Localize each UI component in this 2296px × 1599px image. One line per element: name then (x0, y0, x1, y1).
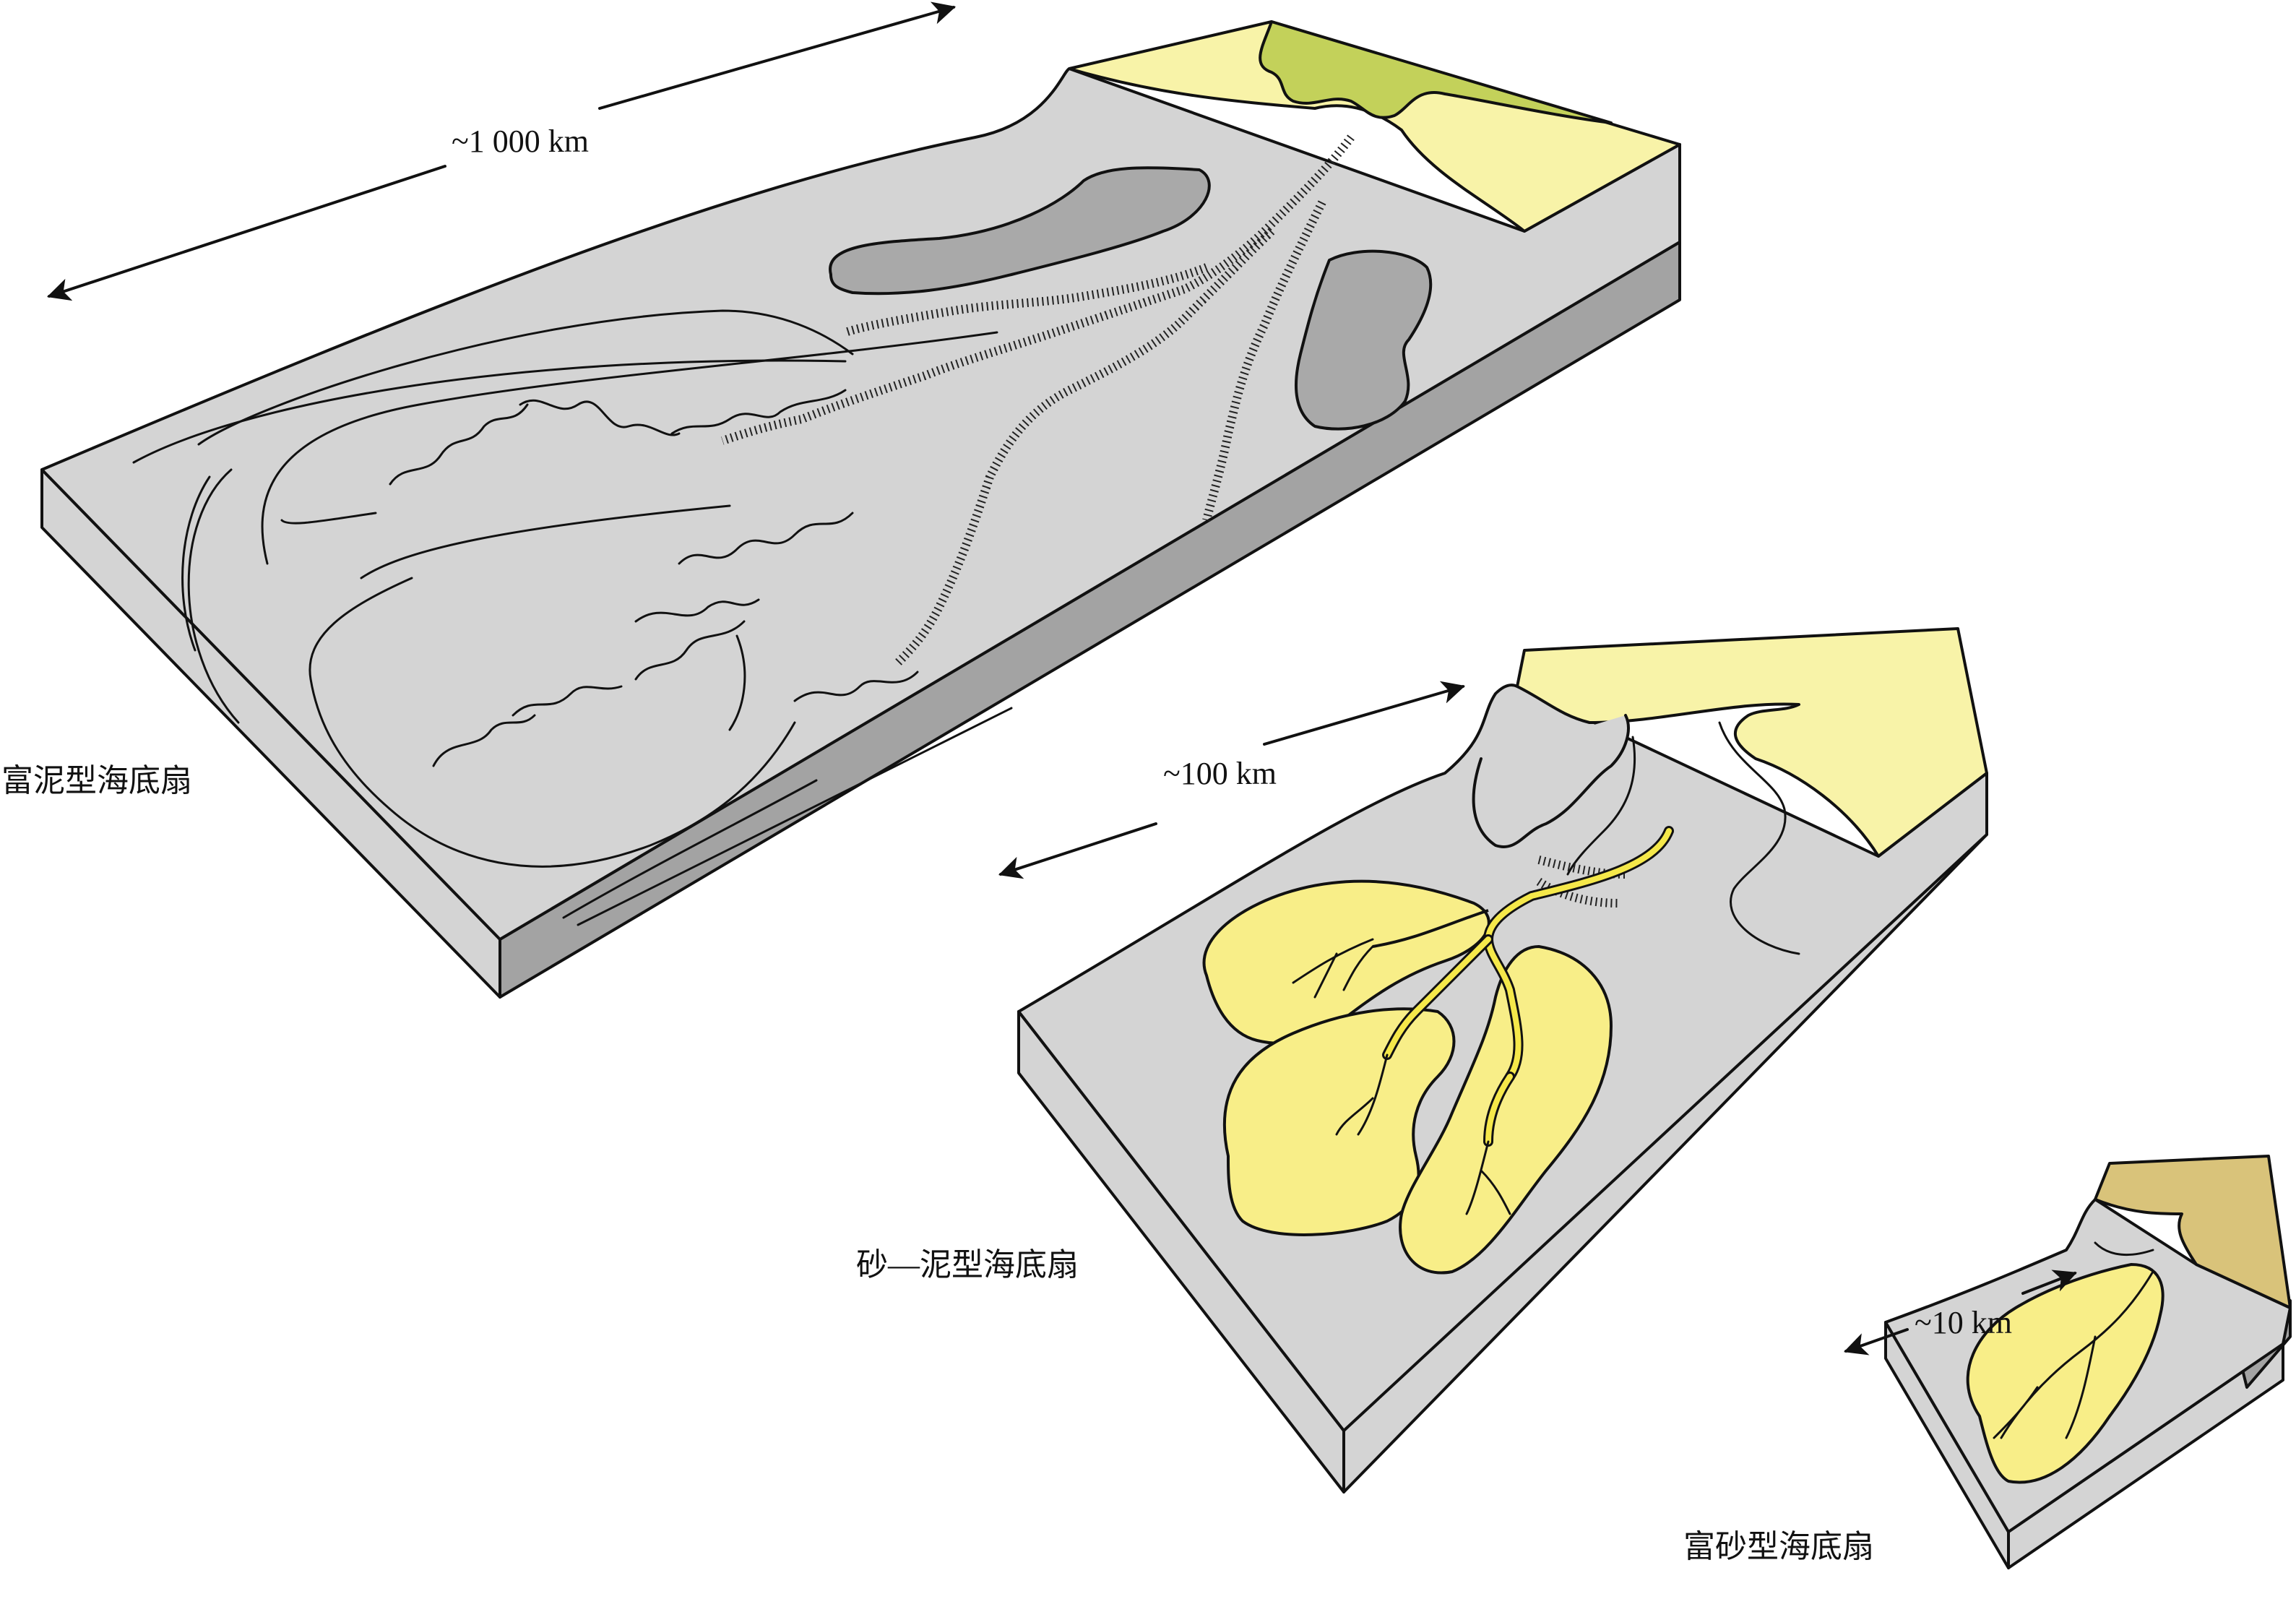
mud-fan-outline-1 (132, 359, 847, 464)
sand-mud-channel-trunk (1485, 828, 1672, 1079)
mud-fan-wavy-2 (519, 399, 681, 436)
sand-mud-canyon-right (1718, 721, 1800, 955)
sand-rich-canyon (2094, 1241, 2154, 1257)
mud-fan-wavy-5 (634, 598, 760, 623)
mud-fan-depression-left (829, 166, 1211, 296)
mud-fan-wavy-9 (728, 634, 746, 731)
mud-fan-outline-4 (360, 504, 731, 579)
sand-rich-channels (1993, 1270, 2154, 1439)
sand-mud-twigs-left (1292, 938, 1374, 999)
sand-mud-channel-left (1372, 909, 1489, 948)
sand-fan-label: 富砂型海底扇 (1683, 1529, 1874, 1564)
mud-fan-shelf (1068, 20, 1681, 233)
sand-rich-shelf (2094, 1155, 2292, 1309)
sand-mud-channel-middle (1384, 936, 1491, 1058)
scale-arrow-large-left (46, 165, 446, 301)
mud-fan-channel-right (1202, 200, 1326, 522)
mud-fan-channel-main (721, 134, 1355, 445)
sand-mud-shelf (1516, 627, 1988, 858)
scale-arrow-medium-left (998, 822, 1157, 879)
mud-fan-wavy-6 (634, 620, 746, 681)
mud-fan-outline-3 (261, 331, 998, 565)
sand-rich-fan-lobe (1966, 1263, 2165, 1484)
sand-mud-channel-end (1485, 1074, 1513, 1145)
sand-mud-canyon-hatch (1536, 855, 1626, 908)
sand-mud-fan-label: 砂—泥型海底扇 (856, 1247, 1079, 1283)
mud-fan-outline-7 (187, 468, 240, 724)
sand-mud-lobe-middle (1222, 1007, 1456, 1236)
mud-fan-delta (1259, 20, 1613, 124)
scale-arrow-medium-right (1263, 681, 1466, 746)
sand-mud-fan-block (1017, 627, 1988, 1494)
scale-label-medium: ~100 km (1163, 756, 1277, 791)
mud-rich-fan-block (40, 20, 1681, 999)
mud-fan-wavy-4 (678, 512, 854, 565)
mud-fan-lobe (308, 577, 796, 868)
sand-mud-canyon-line (1566, 736, 1636, 876)
mud-fan-wavy-7 (432, 714, 536, 767)
mud-fan-outline-6 (181, 475, 211, 652)
mud-fan-top-surface (40, 67, 1681, 941)
mud-fan-outline-2 (197, 309, 854, 446)
sand-mud-twigs-right (1465, 1140, 1511, 1215)
scale-arrow-large-right (598, 1, 957, 110)
scale-arrow-small-right (2021, 1270, 2077, 1295)
mud-fan-wavy-3 (670, 389, 847, 435)
mud-fan-wavy-10 (793, 671, 919, 702)
mud-fan-depression-right (1295, 249, 1433, 431)
sand-mud-canyon-left (1472, 714, 1630, 848)
scale-arrow-small-left (1843, 1328, 1909, 1356)
sand-mud-lobe-right (1399, 945, 1613, 1275)
mud-fan-label: 富泥型海底扇 (1, 763, 192, 798)
mud-fan-wavy-8 (512, 685, 623, 717)
scale-label-small: ~10 km (1915, 1305, 2012, 1340)
mud-fan-outline-5 (280, 512, 377, 525)
mud-fan-wavy-1 (389, 403, 529, 486)
sand-mud-lobe-left (1202, 879, 1490, 1045)
sand-rich-fan-block (1884, 1155, 2292, 1569)
sand-mud-twigs-middle (1335, 1053, 1389, 1136)
mud-fan-outline-8 (562, 779, 818, 919)
mud-fan-outline-9 (577, 707, 1013, 926)
scale-label-large: ~1 000 km (452, 124, 589, 159)
mud-fan-channel-upper (844, 263, 1209, 337)
